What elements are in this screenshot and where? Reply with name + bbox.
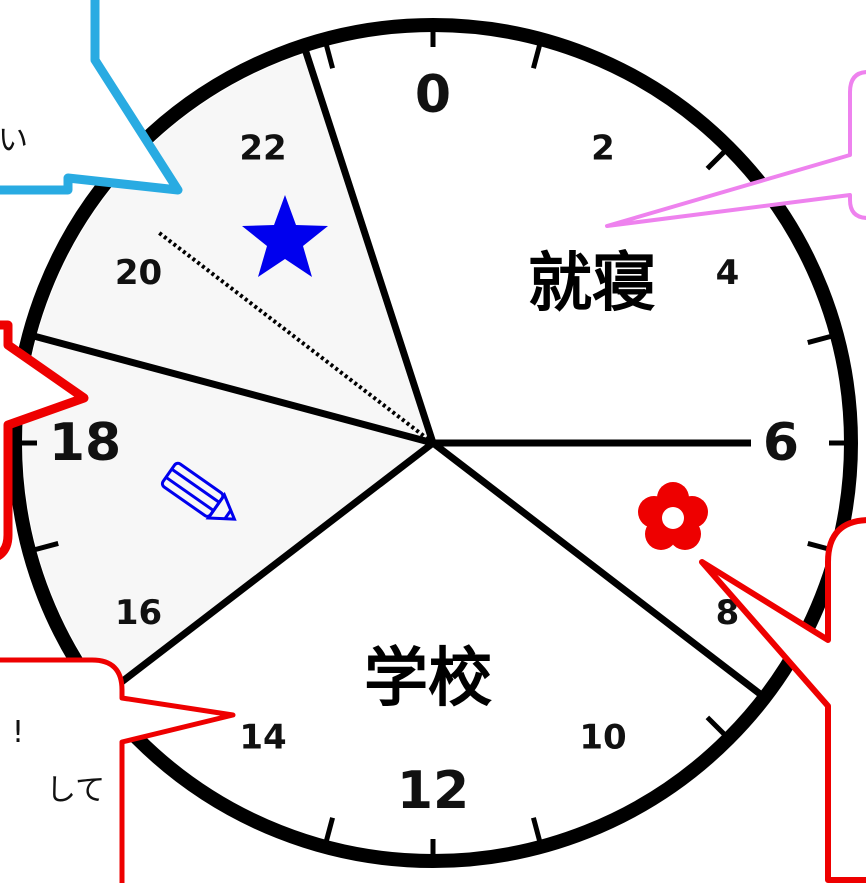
star-icon [242, 195, 328, 277]
hour-label: 16 [115, 593, 162, 633]
callout-bottom-left-text-2: して [46, 773, 105, 808]
hour-label: 22 [239, 129, 286, 169]
hour-label: 2 [591, 129, 615, 169]
hour-label: 18 [49, 413, 121, 473]
hour-labels: 0 2 4 6 8 10 12 14 16 18 20 22 [49, 65, 799, 821]
callout-bottom-right [699, 517, 866, 883]
hour-tick [323, 44, 335, 69]
hour-tick [531, 817, 543, 842]
hour-label: 14 [239, 717, 286, 757]
callout-bottom-left: ! して [0, 657, 236, 883]
hour-label: 4 [716, 253, 740, 293]
callout-top-left-text: い [0, 123, 28, 158]
hour-tick [705, 149, 727, 171]
segment-divider [104, 440, 436, 697]
hour-tick [34, 541, 59, 553]
sleep-segment-label: 就寝 [528, 247, 656, 321]
callout-top-right [605, 70, 866, 228]
callout-bottom-left-text-1: ! [12, 715, 24, 750]
hour-label: 20 [115, 253, 162, 293]
school-segment-label: 学校 [364, 642, 492, 716]
hour-tick [531, 44, 543, 69]
segment-divider [302, 50, 437, 445]
hour-label: 8 [716, 593, 740, 633]
hour-label: 0 [415, 65, 451, 125]
dotted-divider [155, 229, 435, 445]
hour-label: 6 [763, 413, 799, 473]
callout-top-left: い [0, 0, 183, 195]
hour-label: 10 [579, 717, 626, 757]
hour-tick [705, 715, 727, 737]
hour-tick [323, 817, 335, 842]
segment-divider [430, 440, 762, 697]
hour-tick [807, 333, 832, 345]
callout-mid-left [0, 320, 89, 560]
segment-divider [34, 332, 434, 447]
flower-icon [638, 482, 708, 550]
evening-segment [36, 53, 434, 443]
hour-label: 12 [397, 761, 469, 821]
segment-dividers [34, 50, 762, 697]
pencil-icon [160, 461, 237, 521]
